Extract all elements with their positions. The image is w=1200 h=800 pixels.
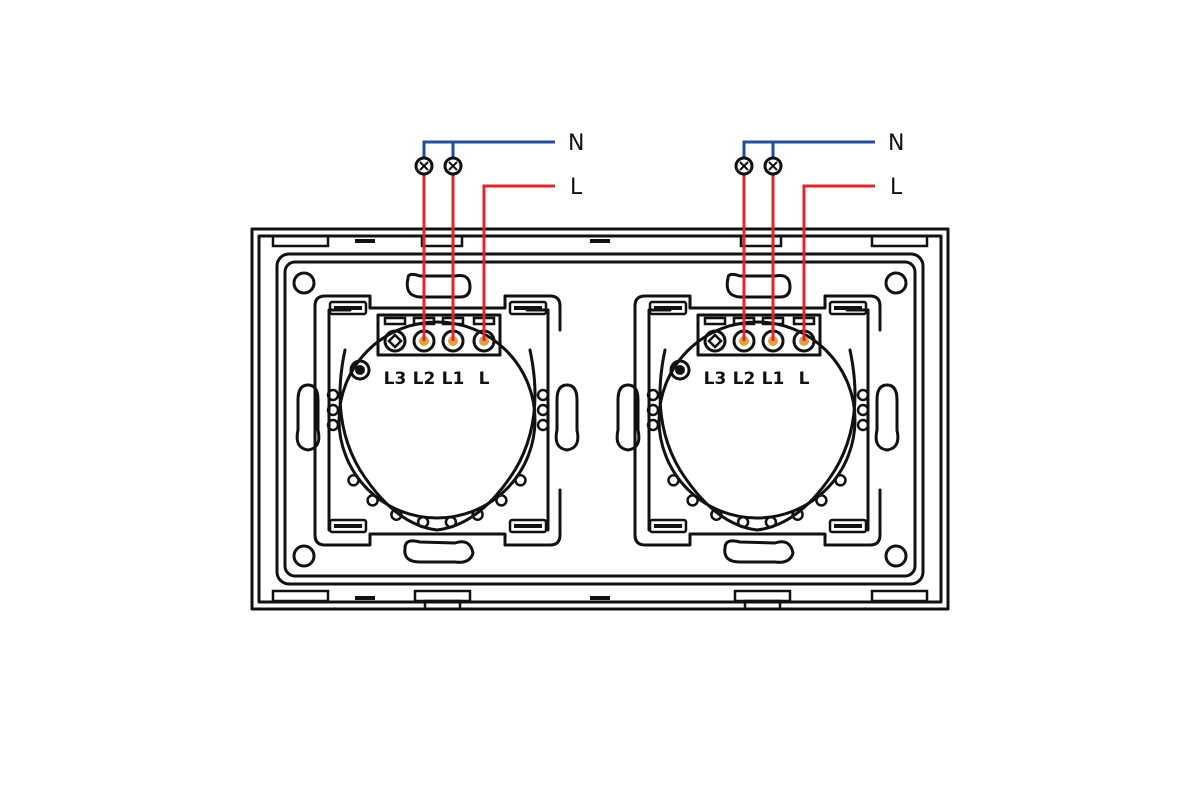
side-notch	[536, 403, 550, 417]
ring-notch	[514, 474, 527, 487]
latch-bar	[334, 524, 362, 528]
fixing-screw	[669, 359, 691, 381]
ring-notch	[815, 494, 828, 507]
latch	[828, 300, 868, 316]
fixing-screw	[349, 359, 371, 381]
ring-notch	[764, 515, 778, 529]
side-notch	[326, 388, 340, 402]
ring-notch	[495, 494, 508, 507]
terminal-label: L1	[442, 369, 465, 389]
frame-clips	[271, 234, 929, 611]
latch-bar	[834, 524, 862, 528]
ring-notch	[444, 515, 458, 529]
module-frame	[633, 294, 882, 547]
latch	[828, 518, 868, 534]
terminal-label: L2	[413, 369, 436, 389]
neutral-wire	[742, 140, 875, 158]
latch-bar	[514, 306, 542, 310]
switched-wires	[422, 174, 455, 341]
module-inner-frame	[647, 308, 870, 532]
ring-notch	[390, 508, 403, 521]
latch	[508, 300, 548, 316]
right-slot	[554, 383, 580, 452]
top-slot	[725, 272, 792, 299]
latch-bar	[514, 524, 542, 528]
lamp-cross	[739, 161, 749, 171]
side-notch	[646, 403, 660, 417]
latch-bar	[654, 524, 682, 528]
terminal-screw-empty	[707, 333, 723, 349]
dial-circle	[337, 320, 537, 520]
ring-notch	[667, 474, 680, 487]
live-label: L	[570, 175, 583, 200]
ring-notch	[471, 508, 484, 521]
bottom-slot	[403, 539, 475, 564]
ring-notch	[366, 494, 379, 507]
side-notch	[856, 388, 870, 402]
side-notch	[536, 418, 550, 432]
neutral-label: N	[568, 131, 584, 156]
side-notch	[326, 418, 340, 432]
terminal-L3	[703, 329, 727, 353]
right-slot	[874, 383, 900, 452]
left-slot	[295, 383, 321, 452]
side-notch	[646, 418, 660, 432]
latch	[328, 518, 368, 534]
mounting-holes	[292, 271, 908, 568]
side-notch	[646, 388, 660, 402]
double-frame	[250, 227, 950, 611]
terminal-label: L2	[733, 369, 756, 389]
terminal-label: L3	[384, 369, 407, 389]
outer-ring	[658, 348, 857, 532]
live-label: L	[890, 175, 903, 200]
terminal-slot	[383, 316, 407, 326]
neutral-wire	[422, 140, 555, 158]
module-frame	[313, 294, 562, 547]
fixing-screw-head	[355, 365, 365, 375]
dial-circle	[657, 320, 857, 520]
side-notch	[856, 403, 870, 417]
live-wire	[802, 184, 875, 341]
side-notch	[326, 403, 340, 417]
ring-notch	[736, 515, 750, 529]
left-slot	[615, 383, 641, 452]
side-notch	[536, 388, 550, 402]
terminal-block	[696, 313, 822, 357]
latch-bar	[834, 306, 862, 310]
ring-notch	[347, 474, 360, 487]
outer-ring	[338, 348, 537, 532]
side-notch	[856, 418, 870, 432]
switched-wires	[742, 174, 775, 341]
bottom-slot	[723, 539, 795, 564]
ring-notch	[834, 474, 847, 487]
terminal-label: L3	[704, 369, 727, 389]
module-inner-frame	[327, 308, 550, 532]
terminal-screw-empty	[387, 333, 403, 349]
ring-notch	[686, 494, 699, 507]
ring-notch	[791, 508, 804, 521]
latch	[648, 518, 688, 534]
terminal-block	[376, 313, 502, 357]
terminal-label: L1	[762, 369, 785, 389]
lamp-cross	[448, 161, 458, 171]
ring-notch	[416, 515, 430, 529]
neutral-label: N	[888, 131, 904, 156]
terminal-slot	[703, 316, 727, 326]
fixing-screw-head	[675, 365, 685, 375]
live-wire	[482, 184, 555, 341]
top-slot	[405, 272, 472, 299]
latch	[648, 300, 688, 316]
lamp-cross	[768, 161, 778, 171]
lamp-cross	[419, 161, 429, 171]
terminal-label: L	[799, 369, 810, 389]
latch-bar	[654, 306, 682, 310]
latch	[328, 300, 368, 316]
terminal-label: L	[479, 369, 490, 389]
latch	[508, 518, 548, 534]
latch-bar	[334, 306, 362, 310]
terminal-L3	[383, 329, 407, 353]
ring-notch	[710, 508, 723, 521]
